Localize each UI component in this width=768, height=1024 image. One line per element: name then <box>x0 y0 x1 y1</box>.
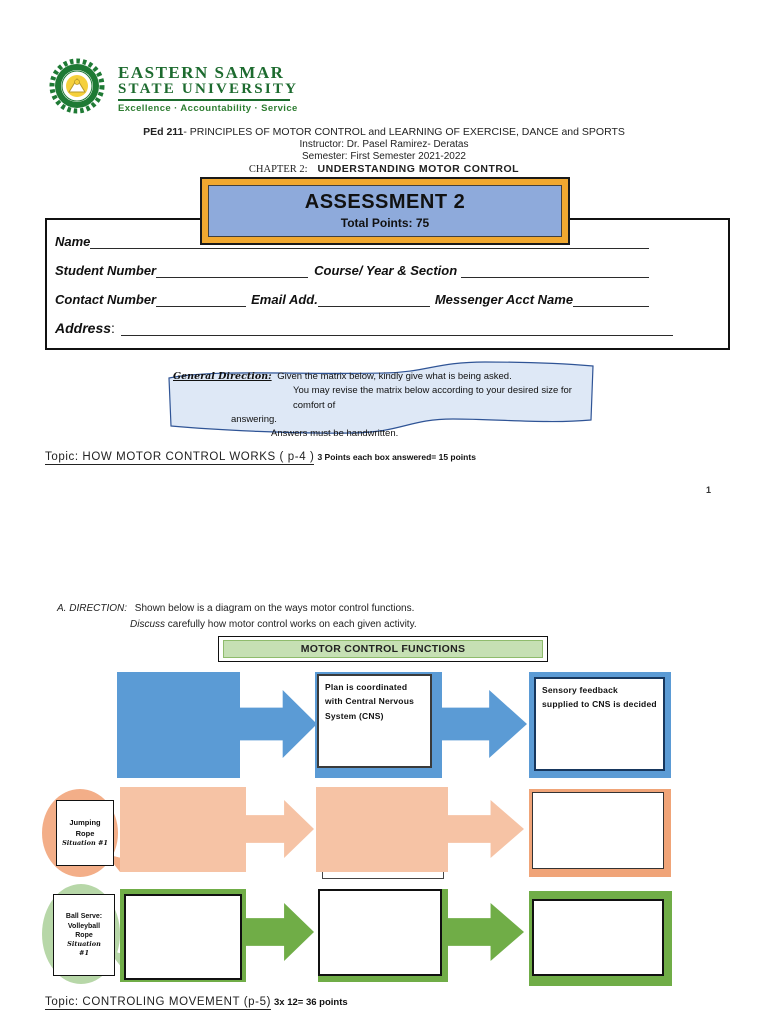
row3-callout-script2: #1 <box>79 949 89 958</box>
general-direction-line4: Answers must be handwritten. <box>271 428 399 439</box>
email-label: Email Add. <box>251 292 318 307</box>
row1-arrow2-icon <box>441 690 527 758</box>
university-name-line2: STATE UNIVERSITY <box>118 81 299 97</box>
direction-a-line1-text: Shown below is a diagram on the ways mot… <box>134 603 415 614</box>
row2-callout-line2: Rope <box>75 828 95 838</box>
assessment-banner-inner: ASSESSMENT 2 Total Points: 75 <box>208 185 562 237</box>
row1-box3: Sensory feedback supplied to CNS is deci… <box>529 672 671 778</box>
row2-arrow2-icon <box>448 800 524 858</box>
contact-blank-line <box>156 293 247 307</box>
direction-a-line1: A. DIRECTION: Shown below is a diagram o… <box>57 601 417 617</box>
chapter-title: UNDERSTANDING MOTOR CONTROL <box>317 163 520 175</box>
row3-box2-inner <box>318 889 442 976</box>
course-year-blank-line <box>461 264 649 278</box>
name-label: Name <box>55 234 91 249</box>
row2-box2 <box>316 787 448 872</box>
page-number: 1 <box>706 485 712 495</box>
general-direction-banner: General Direction: Given the matrix belo… <box>155 356 607 444</box>
email-blank-line <box>317 293 430 307</box>
general-direction-text: General Direction: Given the matrix belo… <box>173 370 581 441</box>
assessment-points: Total Points: 75 <box>209 216 561 230</box>
row2-box3-inner <box>532 792 664 869</box>
assessment-points-label: Total Points: <box>340 216 413 230</box>
row3-box3-inner <box>532 899 664 976</box>
row1-arrow1-icon <box>239 690 317 758</box>
direction-a-line2: Discuss carefully how motor control work… <box>130 617 417 633</box>
course-title-line: PEd 211- PRINCIPLES OF MOTOR CONTROL and… <box>0 126 768 138</box>
row3-callout-script1: Situation <box>67 940 101 949</box>
row1-box3-text: Sensory feedback supplied to CNS is deci… <box>542 685 657 710</box>
university-name-line1: EASTERN SAMAR <box>118 63 285 82</box>
row1-box1 <box>117 672 240 778</box>
direction-a: A. DIRECTION: Shown below is a diagram o… <box>57 601 417 632</box>
address-label: Address <box>55 320 112 336</box>
general-direction-line3: answering. <box>231 413 277 425</box>
assessment-title: ASSESSMENT 2 <box>304 191 466 213</box>
general-direction-label: General Direction: <box>173 371 272 382</box>
wordmark-rule <box>118 99 290 101</box>
row1-box2: Plan is coordinated with Central Nervous… <box>315 672 442 778</box>
topic1-title: Topic: HOW MOTOR CONTROL WORKS ( p-4 ) <box>45 451 315 465</box>
row3-callout-line2: Volleyball <box>67 922 101 930</box>
general-direction-line1: General Direction: Given the matrix belo… <box>173 370 581 384</box>
semester-line: Semester: First Semester 2021-2022 <box>302 151 466 162</box>
university-seal-icon <box>48 58 106 119</box>
topic1-line: Topic: HOW MOTOR CONTROL WORKS ( p-4 )3 … <box>45 447 476 465</box>
row3-arrow2-icon <box>448 903 524 961</box>
row1-box2-inner: Plan is coordinated with Central Nervous… <box>317 674 432 768</box>
row2-callout-line1: Jumping <box>69 818 101 828</box>
contact-label: Contact Number <box>55 292 157 307</box>
row2-callout-label: Jumping Rope Situation #1 <box>56 800 114 866</box>
general-direction-line1-text: Given the matrix below, kindly give what… <box>277 371 512 382</box>
row2-arrow1-icon <box>246 800 314 858</box>
course-code: PEd 211 <box>143 126 184 138</box>
row3-box3 <box>529 891 672 986</box>
address-blank-line <box>120 322 673 336</box>
student-number-blank-line <box>156 264 309 278</box>
row2-box1 <box>120 787 246 872</box>
student-number-label: Student Number <box>55 263 157 278</box>
messenger-label: Messenger Acct Name <box>434 292 574 307</box>
row1-box3-inner: Sensory feedback supplied to CNS is deci… <box>534 677 665 771</box>
address-row: Address : <box>55 320 673 336</box>
topic1-points: 3 Points each box answered= 15 points <box>317 452 476 462</box>
row1-box2-text: Plan is coordinated with Central Nervous… <box>325 682 415 721</box>
instructor-line: Instructor: Dr. Pasel Ramirez- Deratas <box>299 139 469 150</box>
address-colon: : <box>111 320 115 336</box>
assessment-banner: ASSESSMENT 2 Total Points: 75 <box>200 177 570 245</box>
name-blank-line <box>90 235 649 249</box>
row3-box1 <box>120 889 246 982</box>
contact-row: Contact Number Email Add. Messenger Acct… <box>55 292 649 307</box>
topic2-title: Topic: CONTROLING MOVEMENT (p-5) <box>45 996 272 1010</box>
row3-callout-label: Ball Serve: Volleyball Rope Situation #1 <box>53 894 115 976</box>
student-number-row: Student Number Course/ Year & Section <box>55 263 649 278</box>
direction-a-line2-lead: Discuss <box>130 618 166 630</box>
messenger-blank-line <box>573 293 649 307</box>
direction-a-line2-rest: carefully how motor control works on eac… <box>167 618 417 630</box>
row3-arrow1-icon <box>246 903 314 961</box>
assessment-points-value: 75 <box>415 216 430 230</box>
direction-a-label: A. DIRECTION: <box>57 603 128 614</box>
general-direction-line2: You may revise the matrix below accordin… <box>293 385 572 411</box>
row3-callout-line3: Rope <box>75 931 93 939</box>
chapter-label: CHAPTER 2: <box>248 164 308 175</box>
diagram-title: MOTOR CONTROL FUNCTIONS <box>223 640 543 658</box>
row2-callout-script: Situation #1 <box>62 838 108 847</box>
university-tagline: Excellence · Accountability · Service <box>118 103 298 114</box>
row2-box3 <box>529 789 671 877</box>
topic2-line: Topic: CONTROLING MOVEMENT (p-5)3x 12= 3… <box>45 992 348 1010</box>
row3-callout-line1: Ball Serve: <box>65 913 103 921</box>
course-title: - PRINCIPLES OF MOTOR CONTROL and LEARNI… <box>183 126 625 138</box>
row3-box2 <box>318 889 448 982</box>
university-wordmark: EASTERN SAMAR STATE UNIVERSITY Excellenc… <box>118 64 298 114</box>
row3-box1-inner <box>124 894 242 980</box>
chapter-line: CHAPTER 2: UNDERSTANDING MOTOR CONTROL <box>0 163 768 175</box>
diagram-title-banner: MOTOR CONTROL FUNCTIONS <box>218 636 548 662</box>
name-row: Name <box>55 234 649 249</box>
topic2-points: 3x 12= 36 points <box>274 997 348 1008</box>
course-year-label: Course/ Year & Section <box>314 263 458 278</box>
